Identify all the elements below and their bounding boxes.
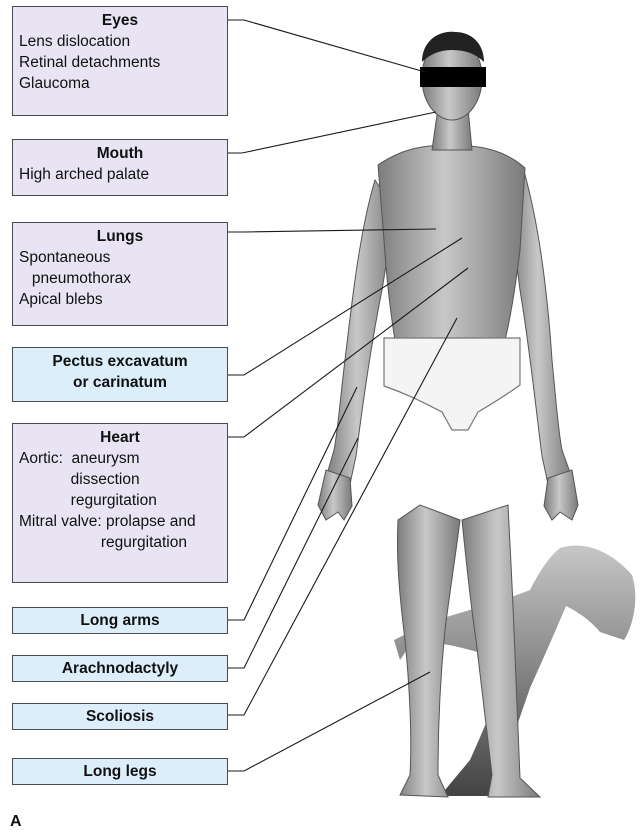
lungs-title: Lungs [19, 226, 221, 247]
mouth-line-1: High arched palate [19, 164, 221, 185]
arachnodactyly-label: Arachnodactyly [19, 658, 221, 679]
mouth-callout: Mouth High arched palate [12, 139, 228, 196]
leader-long-legs [228, 672, 430, 771]
leader-mouth [228, 112, 436, 153]
heart-line-2: dissection [19, 469, 221, 490]
heart-line-1: Aortic: aneurysm [19, 448, 221, 469]
lungs-line-3: Apical blebs [19, 289, 221, 310]
long-legs-callout: Long legs [12, 758, 228, 785]
pectus-callout: Pectus excavatum or carinatum [12, 347, 228, 402]
eyes-title: Eyes [19, 10, 221, 31]
lungs-line-2: pneumothorax [19, 268, 221, 289]
panel-letter: A [10, 813, 22, 831]
lungs-callout: Lungs Spontaneous pneumothorax Apical bl… [12, 222, 228, 326]
scoliosis-label: Scoliosis [19, 706, 221, 727]
eyes-line-2: Retinal detachments [19, 52, 221, 73]
heart-title: Heart [19, 427, 221, 448]
eyes-line-3: Glaucoma [19, 73, 221, 94]
pectus-line-1: Pectus excavatum [19, 351, 221, 372]
heart-line-5: regurgitation [19, 532, 221, 553]
mouth-title: Mouth [19, 143, 221, 164]
heart-callout: Heart Aortic: aneurysm dissection regurg… [12, 423, 228, 583]
lungs-line-1: Spontaneous [19, 247, 221, 268]
pectus-line-2: or carinatum [19, 372, 221, 393]
long-arms-label: Long arms [19, 610, 221, 631]
eye-censor-bar [420, 67, 486, 87]
heart-line-3: regurgitation [19, 490, 221, 511]
leader-eyes [228, 20, 425, 72]
long-arms-callout: Long arms [12, 607, 228, 634]
scoliosis-callout: Scoliosis [12, 703, 228, 730]
heart-line-4: Mitral valve: prolapse and [19, 511, 221, 532]
arachnodactyly-callout: Arachnodactyly [12, 655, 228, 682]
eyes-line-1: Lens dislocation [19, 31, 221, 52]
eyes-callout: Eyes Lens dislocation Retinal detachment… [12, 6, 228, 116]
long-legs-label: Long legs [19, 761, 221, 782]
